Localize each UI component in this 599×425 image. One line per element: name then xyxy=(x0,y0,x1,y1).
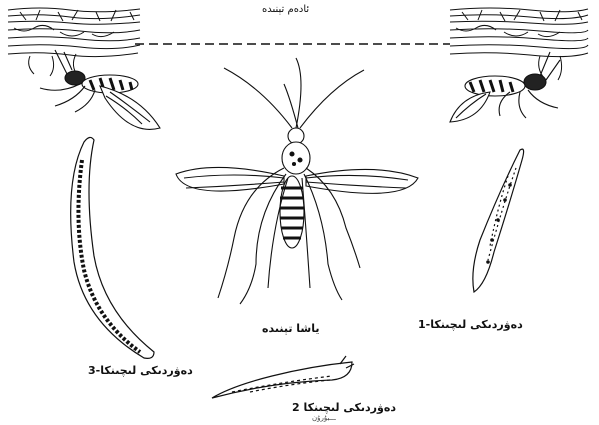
caption-stage-2-sub: ـــبۇرۇن xyxy=(312,414,336,422)
mosquito-biting-left xyxy=(40,50,160,129)
larva-stage-1 xyxy=(473,149,524,292)
skin-section-left xyxy=(8,8,140,76)
larva-stage-3 xyxy=(71,137,154,358)
caption-human-body: ئادەم تېنىدە xyxy=(262,4,309,15)
caption-mosquito-body: ياشا تېنىدە xyxy=(262,322,320,335)
larva-stage-2 xyxy=(212,356,354,398)
mosquito-adult-center xyxy=(176,58,418,304)
caption-stage-3: 3-دەۋردىكى لىچىنكا xyxy=(88,364,193,377)
skin-section-right xyxy=(450,8,588,80)
caption-stage-2: 2 دەۋردىكى لىچىنكا xyxy=(292,401,396,414)
caption-stage-1: 1-دەۋردىكى لىچىنكا xyxy=(418,318,523,331)
mosquito-biting-right xyxy=(450,52,560,122)
